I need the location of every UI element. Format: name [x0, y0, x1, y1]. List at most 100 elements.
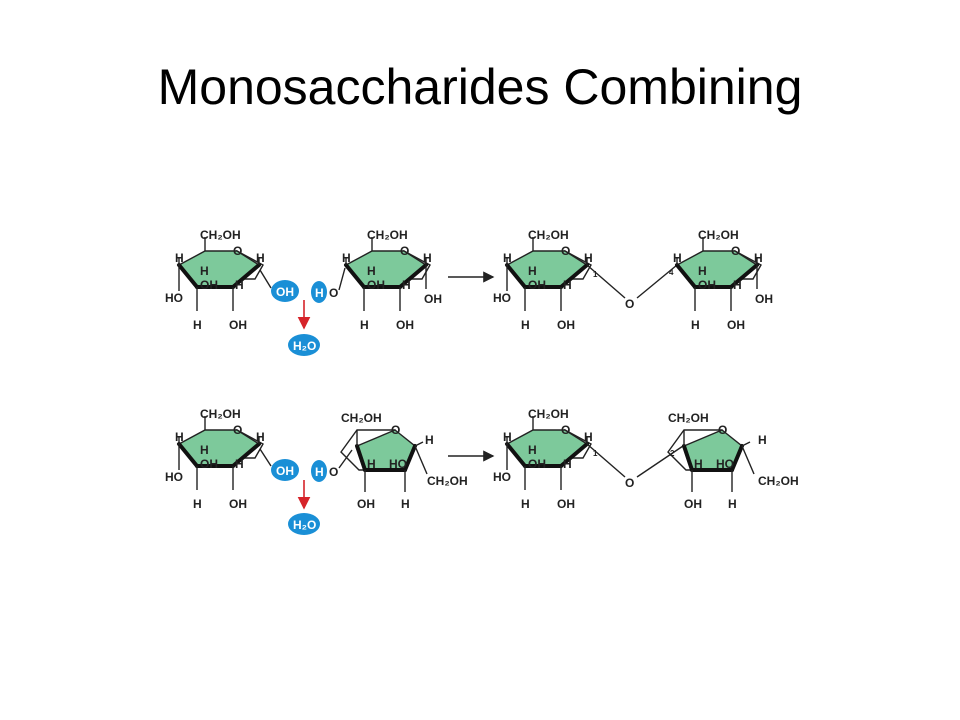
h-label: H — [367, 264, 376, 278]
glycosidic-bond-left — [586, 264, 626, 299]
ch2oh-label: CH₂OH — [367, 228, 408, 242]
glycosidic-oxygen-row2: O — [625, 476, 634, 490]
carbon-number-1: 1 — [593, 449, 598, 458]
h-label: H — [673, 251, 682, 265]
ch2oh-label: CH₂OH — [427, 474, 468, 488]
oh-label: OH — [424, 292, 442, 306]
water-label: H₂O — [293, 339, 316, 353]
removed-oh-group-row1 — [271, 280, 299, 302]
maltose-glucose-1: CH₂OH O H HO H OH H H OH H 1 — [493, 228, 598, 332]
oh-label: OH — [755, 292, 773, 306]
h-label: H — [584, 430, 593, 444]
water-label: H₂O — [293, 518, 316, 532]
h-label: H — [193, 497, 202, 511]
h-label: H — [200, 264, 209, 278]
removed-oh-group-row2 — [271, 459, 299, 481]
removed-h-group-row2 — [311, 460, 327, 482]
h-label: H — [528, 264, 537, 278]
glucose-a-row1: CH₂OH O H HO H OH H H OH H — [165, 228, 265, 332]
h-label: H — [200, 443, 209, 457]
maltose-glucose-2: CH₂OH O H 4 H OH H H OH H OH — [669, 228, 773, 332]
oh-label: OH — [557, 318, 575, 332]
h-label: H — [401, 497, 410, 511]
oh-label: OH — [727, 318, 745, 332]
fructose-row2: CH₂OH O H CH₂OH H HO OH H — [339, 411, 468, 511]
h-label: H — [503, 251, 512, 265]
ho-label: HO — [165, 291, 183, 305]
ring-oxygen-label: O — [561, 244, 570, 258]
oh-label: OH — [357, 497, 375, 511]
removed-h-label: H — [315, 465, 324, 479]
ch2oh-label: CH₂OH — [758, 474, 799, 488]
ho-label: HO — [493, 291, 511, 305]
ring-oxygen-label: O — [561, 423, 570, 437]
ch2oh-label: CH₂OH — [668, 411, 709, 425]
h-label: H — [521, 318, 530, 332]
ring-oxygen-label: O — [391, 423, 400, 437]
h-label: H — [425, 433, 434, 447]
carbon-number-4: 4 — [669, 268, 674, 277]
ring-oxygen-label: O — [718, 423, 727, 437]
slide-title: Monosaccharides Combining — [157, 59, 803, 115]
h-label: H — [342, 251, 351, 265]
ch2oh-label: CH₂OH — [200, 407, 241, 421]
h-label: H — [367, 457, 376, 471]
glucose-b-row1: CH₂OH O H H OH H H OH H OH — [342, 228, 442, 332]
ho-label: HO — [493, 470, 511, 484]
ring-oxygen-label: O — [731, 244, 740, 258]
glucose-row2: CH₂OH O H HO H OH H H OH H — [165, 407, 265, 511]
h-label: H — [584, 251, 593, 265]
oh-label: OH — [229, 318, 247, 332]
h-label: H — [563, 278, 572, 292]
removed-h-label: H — [315, 286, 324, 300]
h-label: H — [256, 251, 265, 265]
removed-oh-label: OH — [276, 464, 294, 478]
ring-oxygen-label: O — [233, 423, 242, 437]
water-product-row2 — [288, 513, 320, 535]
h-label: H — [503, 430, 512, 444]
carbon-number-2: 2 — [670, 449, 675, 458]
ch2oh-label: CH₂OH — [528, 407, 569, 421]
oh-label: OH — [528, 278, 546, 292]
sucrose-fructose: CH₂OH O 2 H CH₂OH H HO OH H — [666, 411, 799, 511]
oh-label: OH — [200, 278, 218, 292]
glycosidic-bond-right — [636, 264, 678, 299]
h-label: H — [402, 278, 411, 292]
o-label: O — [329, 286, 338, 300]
oh-label: OH — [684, 497, 702, 511]
oh-label: OH — [557, 497, 575, 511]
h-label: H — [754, 251, 763, 265]
oh-label: OH — [396, 318, 414, 332]
ch2oh-label: CH₂OH — [341, 411, 382, 425]
oh-label: OH — [200, 457, 218, 471]
h-label: H — [733, 278, 742, 292]
h-label: H — [193, 318, 202, 332]
h-label: H — [175, 430, 184, 444]
h-label: H — [423, 251, 432, 265]
h-label: H — [360, 318, 369, 332]
oh-label: OH — [528, 457, 546, 471]
h-label: H — [528, 443, 537, 457]
ring-oxygen-label: O — [400, 244, 409, 258]
h-label: H — [521, 497, 530, 511]
water-product-row1 — [288, 334, 320, 356]
removed-h-group-row1 — [311, 281, 327, 303]
glycosidic-oxygen-row1: O — [625, 297, 634, 311]
glycosidic-bond-left — [586, 443, 626, 478]
h-label: H — [256, 430, 265, 444]
h-label: H — [691, 318, 700, 332]
ch2oh-label: CH₂OH — [528, 228, 569, 242]
h-label: H — [563, 457, 572, 471]
h-label: H — [235, 457, 244, 471]
h-label: H — [175, 251, 184, 265]
ring-oxygen-label: O — [233, 244, 242, 258]
oh-label: OH — [367, 278, 385, 292]
h-label: H — [235, 278, 244, 292]
ho-label: HO — [165, 470, 183, 484]
oh-label: OH — [229, 497, 247, 511]
ho-label: HO — [389, 457, 407, 471]
h-label: H — [728, 497, 737, 511]
sucrose-glucose: CH₂OH O H HO H OH H H OH H 1 — [493, 407, 598, 511]
removed-oh-label: OH — [276, 285, 294, 299]
